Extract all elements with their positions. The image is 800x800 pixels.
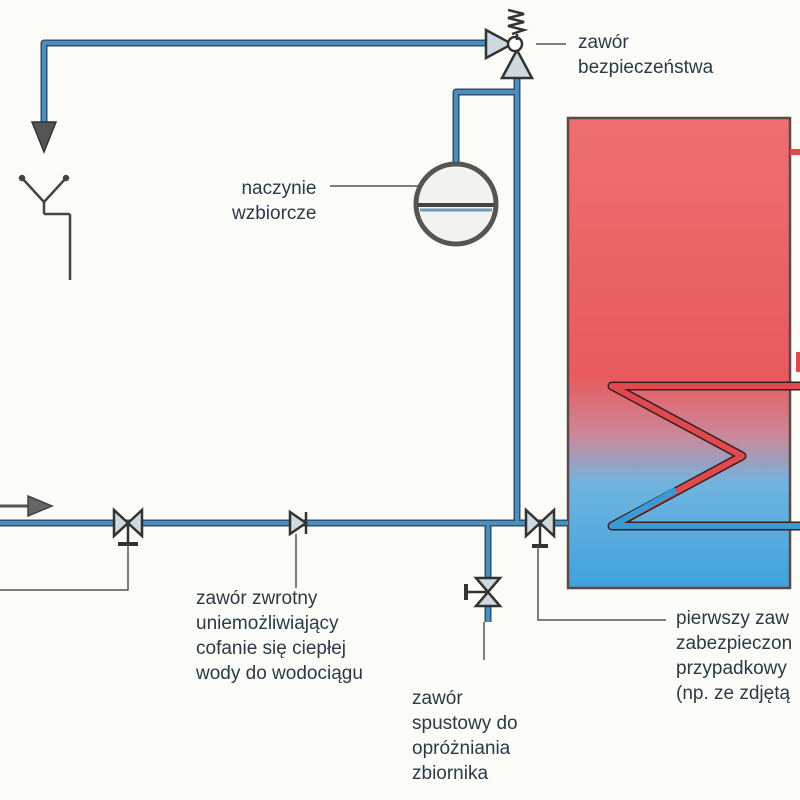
heating-coil bbox=[607, 381, 800, 531]
drain-valve-label: zawór spustowy do opróżniania zbiornika bbox=[412, 688, 518, 784]
drain-valve-icon bbox=[464, 576, 503, 608]
leader-lines bbox=[0, 43, 666, 660]
pipes bbox=[0, 39, 568, 622]
inlet-shutoff-valve-icon bbox=[112, 507, 144, 546]
expansion-vessel-icon bbox=[413, 161, 499, 247]
check-valve-label: zawór zwrotny uniemożliwiający cofanie s… bbox=[196, 588, 363, 684]
flow-arrow-down-icon bbox=[30, 121, 58, 155]
check-valve-icon bbox=[288, 509, 309, 537]
tank-inlet-valve-icon bbox=[524, 507, 556, 548]
flow-arrow-right-icon bbox=[0, 494, 54, 518]
tundish-icon bbox=[18, 174, 72, 280]
expansion-vessel-label: naczynie wzbiorcze bbox=[232, 178, 317, 224]
first-valve-label: pierwszy zaw zabezpieczon przypadkowy (n… bbox=[676, 608, 793, 704]
water-heater-tank bbox=[566, 116, 792, 590]
safety-valve-icon bbox=[484, 8, 535, 80]
safety-valve-label: zawór bezpieczeństwa bbox=[578, 32, 714, 78]
